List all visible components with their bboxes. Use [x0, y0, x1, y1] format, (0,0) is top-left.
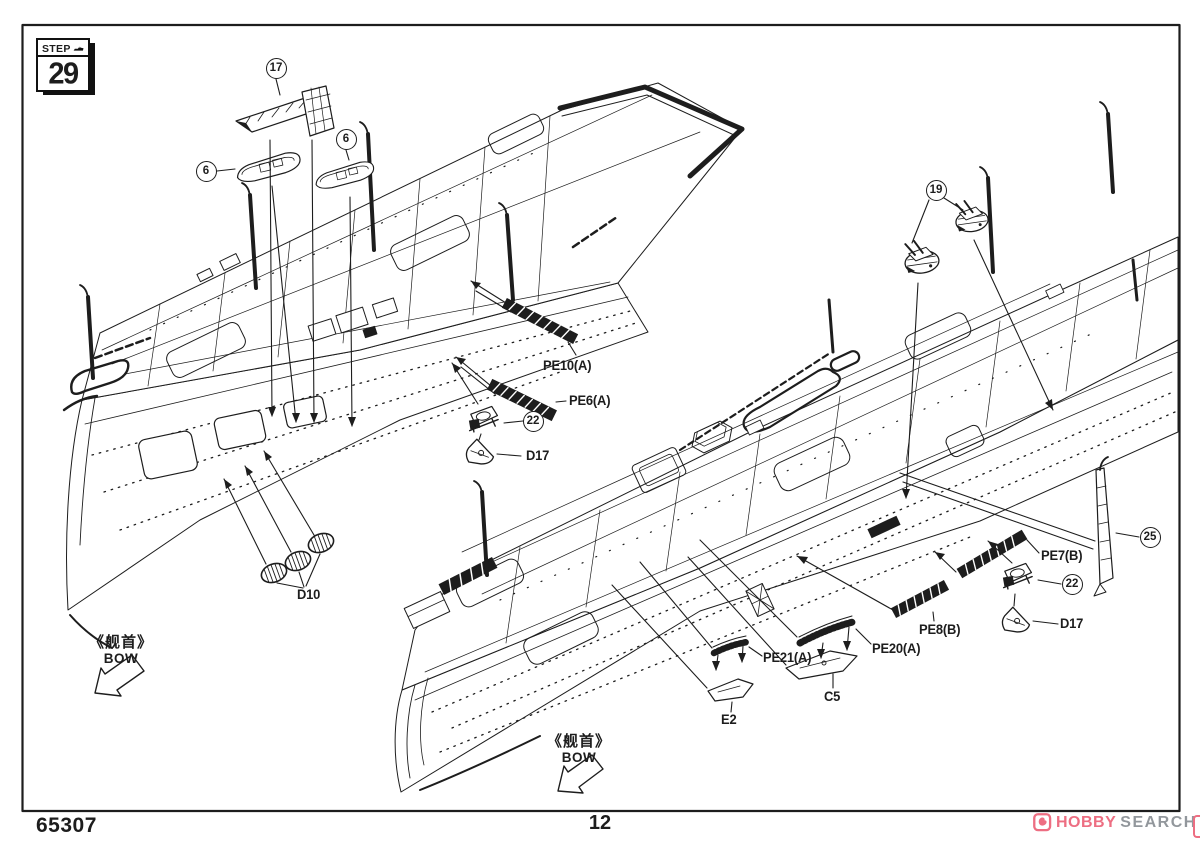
callout-ref-25: 25 [1139, 526, 1161, 548]
part-label-c5: C5 [824, 689, 841, 704]
part-label-pe21a: PE21(A) [763, 650, 812, 665]
watermark-brand-search: SEARCH [1120, 813, 1197, 831]
hobby-search-watermark: HOBBY SEARCH [1033, 813, 1197, 832]
bow-chinese-label: 《舰首》 [88, 634, 153, 651]
bow-arrow-2 [557, 754, 604, 794]
bow-english-label: BOW [103, 651, 139, 667]
callout-ref-22b: 22 [1061, 573, 1083, 595]
bow-english-label: BOW [561, 750, 597, 766]
part-winch-22b [1002, 562, 1033, 590]
part-label-pe20a: PE20(A) [872, 641, 921, 656]
part-platform-e2 [707, 678, 754, 702]
ship1-hull-art [62, 82, 745, 649]
step-label: STEP [42, 42, 71, 55]
part-anchor-d17a [465, 438, 495, 465]
callout-ref-6a: 6 [195, 160, 217, 182]
callout-ref-22a: 22 [522, 410, 544, 432]
part-crane-17 [235, 85, 335, 137]
bow-marker-1: 《舰首》 BOW [66, 634, 176, 667]
part-label-pe8b: PE8(B) [919, 622, 961, 637]
part-label-d17b: D17 [1060, 616, 1084, 631]
leader-lines [216, 78, 1140, 713]
part-label-e2: E2 [721, 712, 737, 727]
callout-ref-19: 19 [925, 179, 947, 201]
part-anchor-d17b [1001, 606, 1031, 633]
part-label-pe6a: PE6(A) [569, 393, 611, 408]
page-number: 12 [588, 812, 612, 834]
part-mast-25 [1093, 456, 1114, 597]
part-turret-19a [904, 239, 940, 274]
step-badge: STEP 29 [36, 38, 100, 100]
part-winch-22a [468, 405, 499, 433]
part-pe21-strip [710, 638, 751, 657]
carrier-silhouette-icon [73, 46, 84, 51]
bow-chinese-label: 《舰首》 [546, 733, 611, 750]
hobby-search-logo-icon [1033, 813, 1052, 832]
watermark-brand-hobby: HOBBY [1056, 813, 1117, 831]
part-pe7-strip [956, 529, 1028, 579]
ship2-hull-art [394, 101, 1179, 793]
arrowheads [224, 281, 1053, 671]
part-turret-19b [955, 200, 989, 233]
part-label-d10: D10 [297, 587, 321, 602]
step-badge-face: STEP 29 [36, 38, 90, 92]
part-label-pe10a: PE10(A) [543, 358, 592, 373]
bow-marker-2: 《舰首》 BOW [524, 733, 634, 766]
watermark-edge-fragment [1193, 815, 1200, 838]
part-pe6-strip [487, 378, 557, 422]
part-label-d17a: D17 [526, 448, 550, 463]
step-number: 29 [48, 57, 79, 91]
kit-number: 65307 [36, 814, 97, 837]
page-frame-border [21, 23, 1181, 813]
part-pe20-strip [796, 618, 857, 647]
part-pe8-strip [890, 580, 950, 618]
part-boat-6b [315, 161, 375, 189]
callout-ref-6b: 6 [335, 128, 357, 150]
part-boat-6a [236, 152, 301, 183]
part-pe10-strip [501, 297, 579, 345]
bow-arrow-1 [94, 654, 145, 697]
part-label-pe7b: PE7(B) [1041, 548, 1083, 563]
callout-ref-17: 17 [265, 57, 287, 79]
part-gratings-d10 [260, 532, 335, 584]
